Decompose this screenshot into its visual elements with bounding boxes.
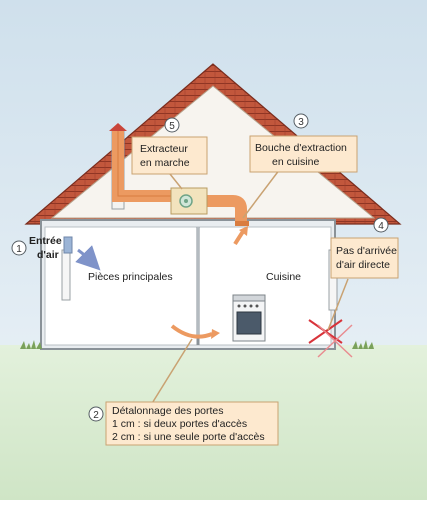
label-no-air-1: Pas d'arrivée	[336, 245, 397, 257]
callout-box-door	[105, 401, 279, 446]
label-air-inlet-1: Entrée	[29, 235, 62, 247]
badge-2: 2	[93, 410, 99, 421]
label-no-air-2: d'air directe	[336, 259, 390, 271]
label-kitchen-vent-2: en cuisine	[272, 156, 319, 168]
badge-4: 4	[378, 221, 384, 232]
kitchen-extraction-grille	[235, 221, 249, 226]
no-air-cross	[308, 319, 353, 358]
air-flow-arrows	[75, 226, 248, 339]
label-door-line-2: 2 cm : si une seule porte d'accès	[112, 431, 265, 443]
air-inlet-vent	[63, 236, 73, 254]
stove	[232, 294, 266, 342]
label-kitchen-vent-1: Bouche d'extraction	[255, 142, 347, 154]
label-door-line-1: 1 cm : si deux portes d'accès	[112, 418, 247, 430]
label-air-inlet-2: d'air	[37, 249, 59, 261]
under-door-arrow	[170, 324, 213, 339]
leader-lines	[150, 164, 349, 406]
grass-tufts	[20, 340, 374, 349]
label-main-rooms: Pièces principales	[88, 271, 173, 283]
callout-box-fan	[131, 136, 208, 175]
callout-box-kitchen-vent	[249, 135, 358, 173]
badge-3: 3	[298, 117, 304, 128]
extractor-fan-unit	[170, 187, 208, 215]
window-left	[61, 249, 71, 301]
label-door-title: Détalonnage des portes	[112, 405, 224, 417]
badge-5: 5	[169, 121, 175, 132]
badge-1: 1	[16, 244, 22, 255]
callout-box-no-air	[330, 237, 399, 279]
number-badges	[11, 113, 389, 422]
extraction-duct	[112, 131, 247, 224]
label-fan-2: en marche	[140, 157, 190, 169]
label-fan-1: Extracteur	[140, 143, 188, 155]
label-kitchen: Cuisine	[266, 271, 301, 283]
house-walls	[40, 219, 336, 350]
